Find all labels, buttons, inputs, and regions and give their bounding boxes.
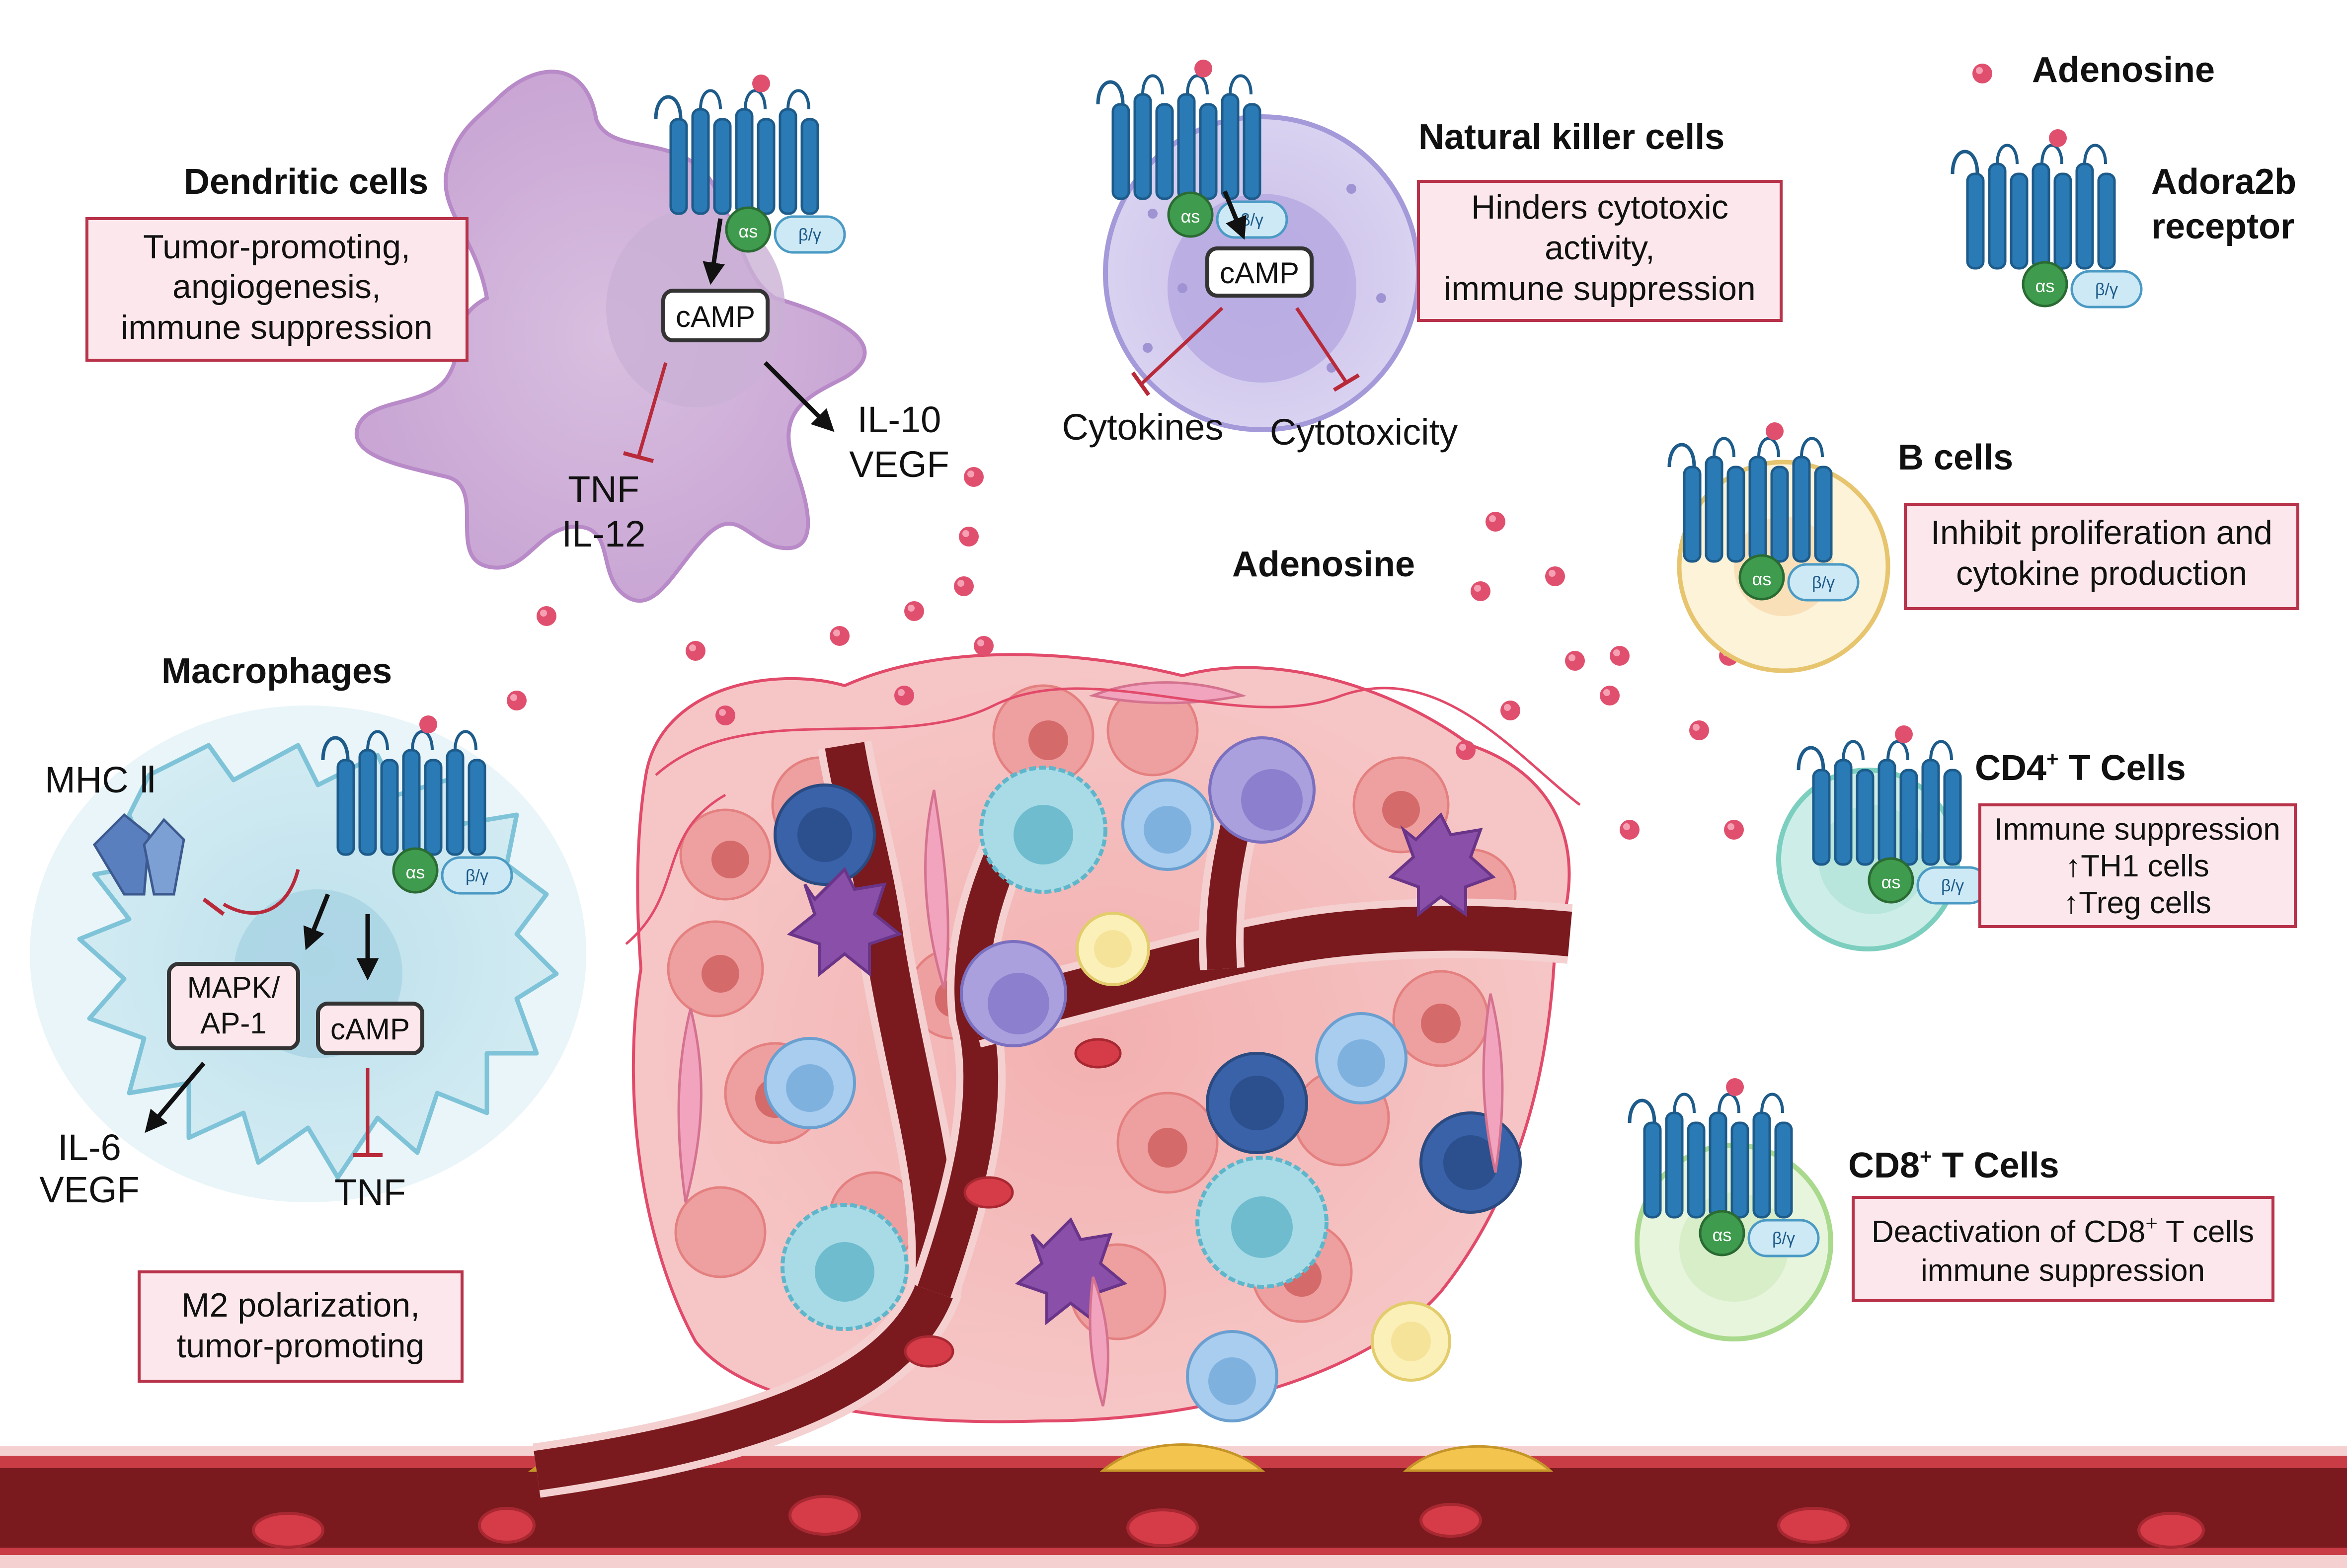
cd8-title: CD8+ T Cells bbox=[1848, 1145, 2059, 1185]
svg-text:αs: αs bbox=[1713, 1225, 1732, 1245]
dendritic-il10: IL-10 bbox=[858, 399, 941, 440]
macrophage-vegf: VEGF bbox=[39, 1169, 139, 1210]
svg-text:β/γ: β/γ bbox=[1241, 211, 1263, 230]
svg-text:β/γ: β/γ bbox=[466, 866, 488, 885]
dendritic-receptor-icon: αs β/γ bbox=[656, 75, 845, 252]
cd8-cell-panel: CD8+ T Cells αs β/γ Deactivation of CD8+… bbox=[1630, 1078, 2274, 1341]
dendritic-tnf: TNF bbox=[568, 469, 639, 510]
svg-text:αs: αs bbox=[1752, 569, 1772, 589]
nk-cells-title: Natural killer cells bbox=[1418, 117, 1724, 157]
dendritic-vegf: VEGF bbox=[849, 444, 949, 485]
macrophage-box-line-2: tumor-promoting bbox=[177, 1327, 425, 1365]
legend-receptor-line1: Adora2b bbox=[2151, 162, 2296, 202]
adenosine-label-tumor: Adenosine bbox=[1232, 545, 1415, 584]
cd4-box-line-2: ↑TH1 cells bbox=[2065, 849, 2209, 883]
mapk-ap1-node bbox=[167, 962, 300, 1050]
svg-text:αs: αs bbox=[1181, 206, 1200, 227]
macrophage-camp-node bbox=[316, 1002, 424, 1055]
mhc-ii-icon bbox=[92, 813, 185, 896]
macrophage-effect-box bbox=[138, 1270, 464, 1383]
cd8-box-line-2: immune suppression bbox=[1921, 1254, 2205, 1288]
blood-vessel bbox=[0, 1443, 2347, 1568]
mhc-ii-text: MHC Ⅱ bbox=[45, 759, 157, 800]
mapk-text: MAPK/ bbox=[187, 971, 280, 1004]
nk-box-line-1: Hinders cytotoxic bbox=[1471, 188, 1728, 226]
svg-text:β/γ: β/γ bbox=[1772, 1229, 1795, 1248]
svg-text:β/γ: β/γ bbox=[1941, 876, 1964, 895]
dendritic-box-line-1: Tumor-promoting, bbox=[143, 228, 410, 266]
macrophage-box-line-1: M2 polarization, bbox=[181, 1286, 420, 1324]
b-cells-title: B cells bbox=[1898, 438, 2013, 477]
legend-adenosine-text: Adenosine bbox=[2032, 50, 2215, 90]
nk-camp-text: cAMP bbox=[1220, 256, 1299, 290]
cd4-box-line-3: ↑Treg cells bbox=[2063, 886, 2211, 920]
dendritic-box-line-2: angiogenesis, bbox=[172, 268, 381, 306]
nk-cytotoxicity: Cytotoxicity bbox=[1270, 411, 1458, 453]
svg-text:β/γ: β/γ bbox=[2095, 280, 2118, 299]
macrophage-panel: Macrophages αs β/γ MHC Ⅱ MAPK/ AP-1 cAMP… bbox=[30, 651, 586, 1383]
macrophages-title: Macrophages bbox=[161, 651, 392, 691]
dendritic-cell-panel: Dendritic cells αs β/γ Tumor-promoting, … bbox=[85, 70, 949, 603]
svg-text:αs: αs bbox=[406, 862, 425, 882]
nk-cytokines: Cytokines bbox=[1062, 406, 1224, 448]
dendritic-effect-box bbox=[85, 217, 469, 362]
tumor-adenosine-text: Adenosine bbox=[1232, 545, 1415, 584]
dendritic-box-line-3: immune suppression bbox=[121, 309, 432, 346]
svg-text:β/γ: β/γ bbox=[798, 226, 821, 244]
nk-camp-node bbox=[1205, 246, 1314, 298]
macrophage-receptor-icon: αs β/γ bbox=[323, 715, 512, 893]
bcell-receptor-icon: αs β/γ bbox=[1669, 422, 1858, 600]
nk-effect-box bbox=[1417, 180, 1783, 322]
dendritic-camp-text: cAMP bbox=[676, 300, 755, 333]
svg-text:β/γ: β/γ bbox=[1812, 573, 1835, 592]
cd8-effect-box bbox=[1852, 1196, 2274, 1302]
cd4-effect-box bbox=[1978, 803, 2297, 928]
legend-receptor-line2: receptor bbox=[2151, 207, 2294, 246]
adenosine-icon bbox=[1972, 64, 1992, 83]
adora2b-receptor-icon: αs β/γ bbox=[1953, 129, 2141, 307]
dendritic-cells-title: Dendritic cells bbox=[184, 162, 428, 202]
macrophage-tnf: TNF bbox=[334, 1172, 406, 1213]
b-cell-panel: B cells αs β/γ Inhibit proliferation and… bbox=[1669, 422, 2299, 673]
nk-cell-panel: Natural killer cells αs β/γ Hinders cyto… bbox=[1062, 60, 1783, 453]
cd4-cell-panel: CD4+ T Cells αs β/γ Immune suppression ↑… bbox=[1776, 725, 2297, 951]
ap1-text: AP-1 bbox=[200, 1007, 266, 1040]
cd4-box-line-1: Immune suppression bbox=[1994, 812, 2280, 847]
bcell-effect-box bbox=[1904, 503, 2299, 610]
cd4-title: CD4+ T Cells bbox=[1975, 747, 2186, 788]
tumor-microenvironment bbox=[533, 653, 1581, 1498]
svg-text:αs: αs bbox=[1881, 872, 1901, 892]
dendritic-il12: IL-12 bbox=[562, 513, 646, 554]
cd8-receptor-icon: αs β/γ bbox=[1630, 1078, 1818, 1256]
macrophage-camp-text: cAMP bbox=[330, 1013, 410, 1046]
nk-box-line-3: immune suppression bbox=[1444, 270, 1755, 308]
bcell-box-line-2: cytokine production bbox=[1956, 554, 2247, 592]
svg-text:αs: αs bbox=[739, 221, 758, 241]
dendritic-camp-node bbox=[661, 289, 770, 342]
bcell-box-line-1: Inhibit proliferation and bbox=[1931, 514, 2272, 551]
nk-box-line-2: activity, bbox=[1545, 229, 1655, 267]
svg-text:αs: αs bbox=[2035, 276, 2055, 296]
macrophage-il6: IL-6 bbox=[58, 1127, 121, 1168]
legend: Adenosine αs β/γ Adora2b receptor bbox=[1953, 50, 2296, 307]
cd4-receptor-icon: αs β/γ bbox=[1799, 725, 1987, 903]
cd8-box-line-1: Deactivation of CD8+ T cells bbox=[1872, 1211, 2254, 1249]
